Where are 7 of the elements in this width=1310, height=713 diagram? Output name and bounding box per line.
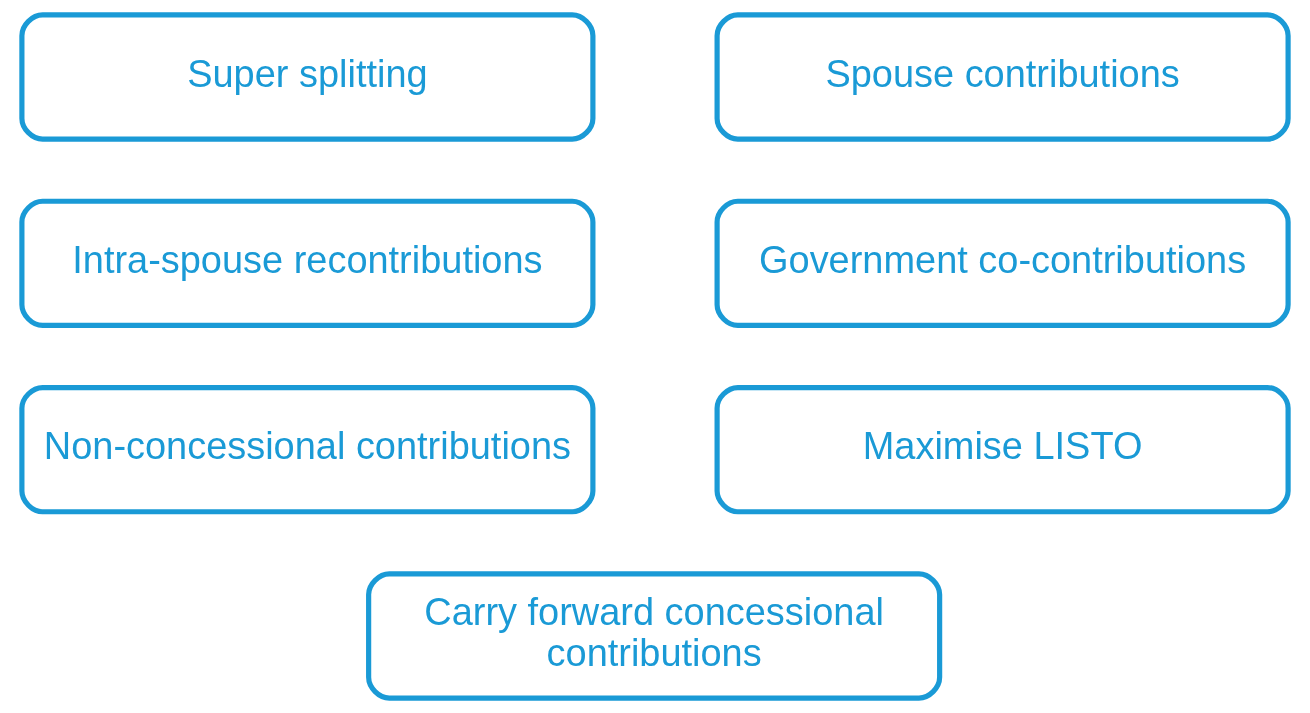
- node-box: Spouse contributions: [714, 12, 1291, 142]
- node-box: Super splitting: [19, 12, 596, 142]
- node-box: Government co-contributions: [714, 198, 1291, 329]
- node-box: Intra-spouse recontributions: [19, 198, 596, 329]
- node-box: Non-concessional contributions: [19, 384, 596, 515]
- node-box: Carry forward concessional contributions: [366, 571, 943, 701]
- node-box: Maximise LISTO: [714, 384, 1291, 515]
